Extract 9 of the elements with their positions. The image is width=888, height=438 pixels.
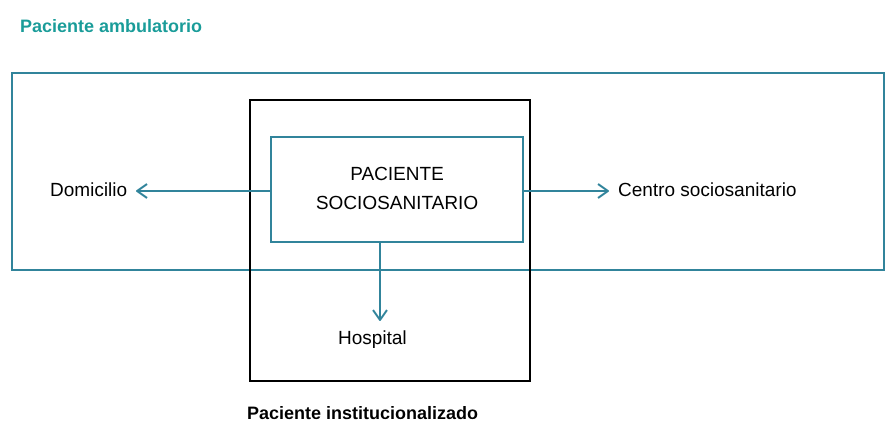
destination-label: Centro sociosanitario xyxy=(618,178,796,204)
process-box: PACIENTE SOCIOSANITARIO xyxy=(270,136,524,243)
destination-label: Domicilio xyxy=(50,178,128,204)
arrow xyxy=(372,243,388,321)
arrow xyxy=(524,183,609,199)
group-heading: Paciente institucionalizado xyxy=(247,403,478,424)
destination-label: Hospital xyxy=(338,326,407,352)
group-heading: Paciente ambulatorio xyxy=(20,16,202,37)
arrow xyxy=(136,183,270,199)
